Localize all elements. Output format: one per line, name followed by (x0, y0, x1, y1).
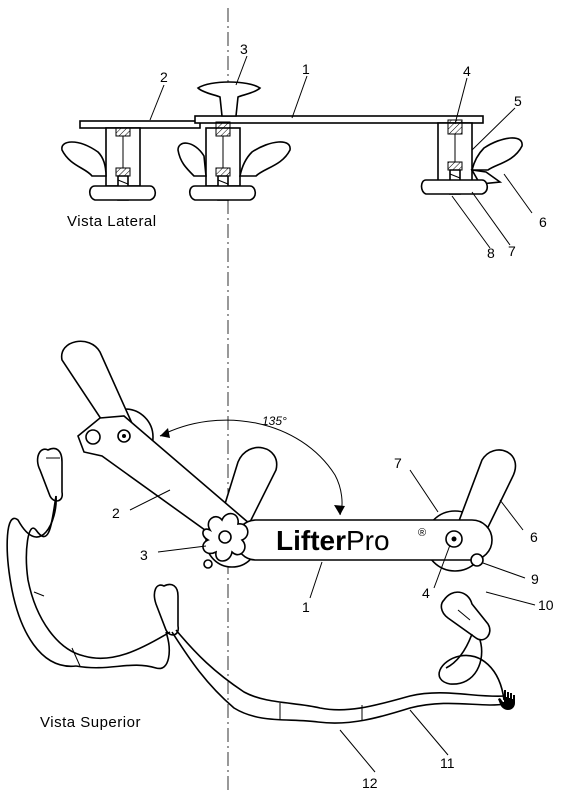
brand-pro: Pro (346, 525, 390, 556)
side-plate-1 (194, 115, 484, 124)
top-callout-3: 3 (140, 547, 148, 563)
angle-arc (159, 419, 343, 516)
top-callout-1: 1 (302, 599, 310, 615)
top-handle-left (61, 340, 137, 442)
side-callout-1: 1 (302, 61, 310, 77)
top-callout-2: 2 (112, 505, 120, 521)
side-callout-4: 4 (463, 63, 471, 79)
side-view-title: Vista Lateral (67, 213, 157, 230)
strap-right (438, 639, 505, 701)
top-callout-6: 6 (530, 529, 538, 545)
top-callout-7: 7 (394, 455, 402, 471)
side-callout-7: 7 (508, 243, 516, 259)
strap-left-inner (25, 495, 85, 657)
top-carabiner-center (153, 583, 180, 636)
side-knob-3 (196, 81, 262, 117)
top-callout-9: 9 (531, 571, 539, 587)
top-callout-11: 11 (440, 755, 455, 771)
hand-cursor-icon (498, 690, 515, 710)
side-callout-2: 2 (160, 69, 168, 85)
side-suction-right (420, 119, 523, 195)
top-pin-9 (470, 553, 484, 567)
angle-label: 135° (262, 414, 287, 428)
brand-lifter: Lifter (276, 525, 346, 556)
side-callout-6: 6 (539, 214, 547, 230)
top-view-title: Vista Superior (40, 714, 141, 731)
top-callout-12: 12 (362, 775, 378, 791)
side-plate-2 (79, 120, 201, 129)
side-callout-3: 3 (240, 41, 248, 57)
strap-left-outer (6, 495, 77, 667)
strap-left-tail (75, 631, 170, 670)
strap-11 (171, 631, 506, 724)
side-suction-left (61, 127, 157, 201)
brand-registered: ® (418, 527, 426, 539)
side-callout-5: 5 (514, 93, 522, 109)
side-view: 3 2 1 4 5 6 8 7 Vista Lateral (61, 41, 547, 261)
brand-logo: LifterPro (276, 525, 390, 556)
top-callout-10: 10 (538, 597, 554, 613)
top-carabiner-left (36, 447, 64, 502)
top-view: LifterPro ® 135° (6, 340, 554, 791)
side-callout-8: 8 (487, 245, 495, 261)
top-callout-4: 4 (422, 585, 430, 601)
side-suction-center (177, 121, 291, 201)
